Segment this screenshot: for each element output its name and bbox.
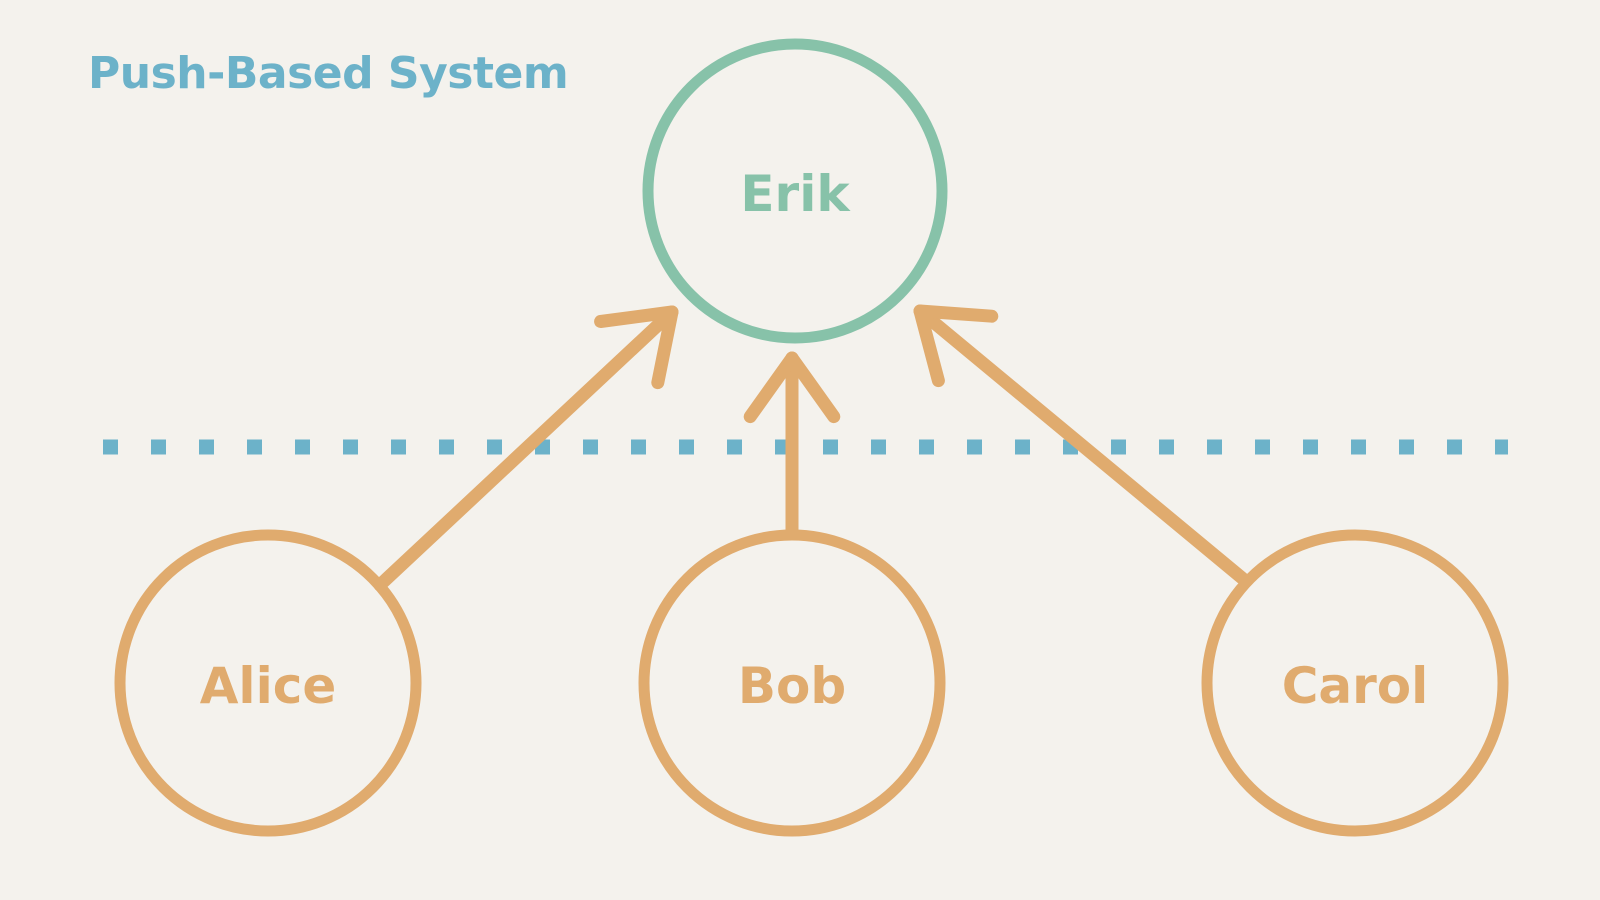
edge-carol-to-erik bbox=[913, 304, 1249, 585]
edge-shaft-alice bbox=[373, 305, 679, 592]
edge-bob-to-erik bbox=[743, 351, 841, 541]
edges-group bbox=[373, 304, 1249, 592]
node-circle-alice[interactable] bbox=[114, 529, 422, 837]
node-label-alice: Alice bbox=[199, 657, 337, 715]
node-circle-bob[interactable] bbox=[638, 529, 946, 837]
arrowhead-carol bbox=[913, 304, 999, 388]
node-label-bob: Bob bbox=[737, 657, 847, 715]
node-label-carol: Carol bbox=[1281, 657, 1429, 715]
arrowhead-alice bbox=[594, 305, 679, 390]
node-circle-erik[interactable] bbox=[642, 38, 948, 344]
page-title: Push-Based System bbox=[88, 48, 569, 99]
edge-alice-to-erik bbox=[373, 305, 679, 592]
node-circle-carol[interactable] bbox=[1201, 529, 1509, 837]
arrowhead-bob bbox=[743, 351, 841, 424]
edge-shaft-carol bbox=[913, 304, 1249, 585]
node-label-erik: Erik bbox=[740, 165, 850, 223]
nodes-group bbox=[114, 38, 1509, 837]
